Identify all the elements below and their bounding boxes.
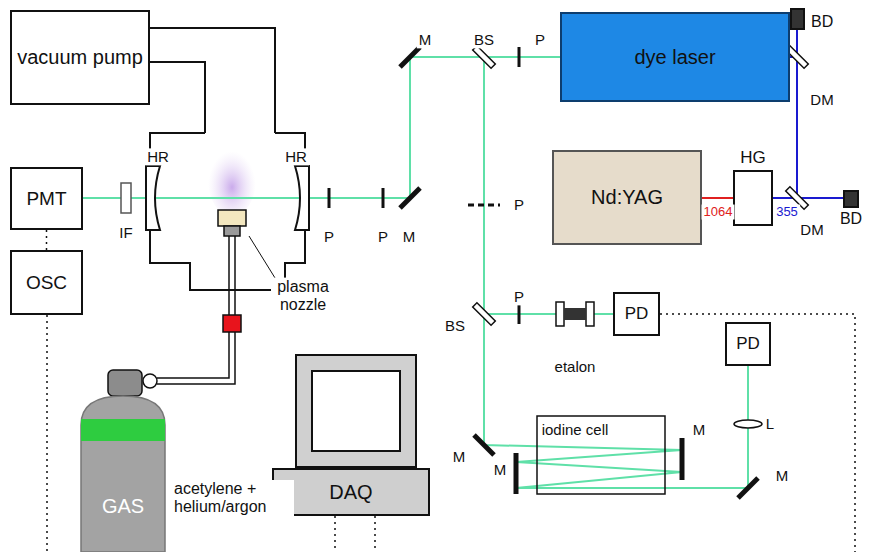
computer-base: DAQ [272, 468, 430, 516]
part-label: P [322, 228, 336, 245]
part-label: P [376, 228, 390, 245]
part-label: etalon [553, 358, 598, 375]
mirror [400, 188, 420, 208]
nozzle-body [224, 226, 240, 236]
hr-mirror [146, 166, 160, 230]
part-label: P [512, 288, 526, 305]
hr-mirror [295, 166, 309, 230]
photodiode-box: PD [613, 292, 660, 336]
detector-box: PMT [10, 167, 83, 230]
plasma-glow [208, 144, 256, 216]
part-label: M [774, 467, 791, 484]
mirror [514, 453, 519, 494]
nozzle-head [218, 210, 246, 226]
dye-laser-beam [83, 57, 748, 488]
beam-splitter [473, 303, 496, 326]
ir-beam [702, 197, 733, 199]
node-text: vacuum pump [17, 46, 143, 69]
pump-laser-box: Nd:YAG [552, 150, 702, 245]
harmonic-generator: HG [733, 170, 773, 226]
node-text: GAS [102, 495, 144, 518]
polarizer [382, 188, 385, 208]
part-label: BS [443, 317, 467, 334]
valve [223, 315, 241, 332]
etalon-spacer [564, 308, 586, 320]
part-label: HR [145, 148, 171, 165]
signal-cable [47, 314, 855, 552]
part-label: DM [798, 221, 825, 238]
node-text: BD [811, 13, 833, 31]
node-text: PD [625, 304, 649, 324]
part-label: L [764, 415, 776, 432]
polarizer [518, 304, 521, 324]
vacuum-line [150, 28, 275, 133]
part-label: 1064 [702, 205, 735, 220]
polarizer [468, 204, 500, 207]
part-label: BS [472, 31, 496, 48]
beam-dump: BD [843, 190, 859, 208]
node-text: OSC [26, 272, 67, 294]
part-label: M [417, 31, 434, 48]
part-label: M [492, 461, 509, 478]
part-label: HR [283, 148, 309, 165]
etalon-plate [556, 302, 564, 326]
monitor-screen [312, 371, 400, 451]
mirror [680, 438, 685, 480]
pressure-gauge [143, 374, 157, 388]
mirror [400, 47, 420, 67]
part-label: M [691, 421, 708, 438]
vacuum-chamber [150, 133, 305, 290]
part-label: M [451, 448, 468, 465]
node-text: Nd:YAG [591, 186, 663, 209]
photodiode-box: PD [725, 322, 771, 366]
part-label: DM [808, 91, 835, 108]
cylinder-band [81, 419, 165, 441]
part-label: IF [117, 224, 134, 241]
part-label: acetylene + helium/argon [172, 480, 294, 517]
mirror [474, 435, 494, 455]
part-label: M [401, 228, 418, 245]
signal-cable [46, 230, 48, 250]
node-text: HG [740, 148, 766, 168]
beam-dump: BD [790, 8, 805, 30]
cylinder-outline [80, 395, 166, 552]
part-label: P [512, 196, 526, 213]
mirror [738, 478, 758, 498]
cylinder-body [81, 396, 165, 552]
node-text: DAQ [329, 481, 372, 504]
polarizer [328, 188, 331, 208]
interference-filter [121, 183, 131, 213]
etalon-plate [586, 302, 594, 326]
part-label: P [533, 31, 547, 48]
node-text: PMT [26, 188, 66, 210]
pump-box: vacuum pump [10, 10, 150, 105]
gas-line [157, 236, 235, 384]
oscilloscope-box: OSC [10, 250, 83, 315]
node-text: PD [736, 334, 760, 354]
node-text: BD [840, 210, 862, 228]
lens [734, 420, 762, 428]
iodine-cell [537, 416, 665, 494]
part-label: 355 [774, 205, 800, 220]
gas-cylinder: GAS [80, 395, 166, 552]
regulator [108, 370, 142, 396]
part-label: iodine cell [540, 421, 611, 438]
dye-laser-box: dye laser [560, 12, 790, 102]
polarizer [518, 47, 521, 67]
part-label: plasma nozzle [271, 278, 335, 315]
node-text: dye laser [634, 46, 715, 69]
monitor [296, 355, 416, 467]
mirrors [400, 47, 758, 498]
beam-splitter [473, 46, 496, 69]
